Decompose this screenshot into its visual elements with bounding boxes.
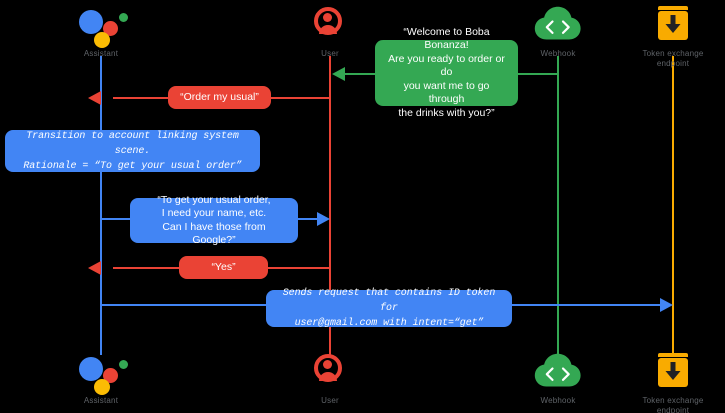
note-send-id-token[interactable]: Sends request that contains ID token for… <box>266 288 512 329</box>
actor-user-bottom: User <box>270 351 390 406</box>
lifeline-user <box>329 56 331 355</box>
user-body <box>319 25 337 34</box>
actor-webhook-bottom: Webhook <box>498 351 618 406</box>
actor-label-user: User <box>321 49 339 58</box>
assistant-dot-green <box>119 360 128 369</box>
cloud-shape <box>534 353 582 394</box>
cloud-code-icon-bottom <box>498 351 618 393</box>
bubble-yes-text: “Yes” <box>211 260 236 273</box>
bubble-welcome[interactable]: “Welcome to Boba Bonanza! Are you ready … <box>375 26 518 119</box>
actor-label-webhook: Webhook <box>540 49 576 58</box>
google-assistant-icon <box>41 4 161 48</box>
arrow-head-need-your-name <box>317 212 330 226</box>
actor-label-assistant-bottom: Assistant <box>83 396 119 405</box>
user-head <box>323 13 332 22</box>
lifeline-token-endpoint <box>672 56 674 355</box>
bubble-need-your-name[interactable]: “To get your usual order, I need your na… <box>130 194 298 246</box>
lifeline-assistant <box>100 56 102 355</box>
actor-user-top: User <box>270 4 390 59</box>
actor-token-endpoint-bottom: Token exchange endpoint <box>613 351 725 413</box>
cloud-code-icon <box>498 4 618 46</box>
assistant-dot-red <box>103 21 118 36</box>
assistant-dot-blue <box>79 357 103 381</box>
actor-label-webhook-bottom: Webhook <box>540 396 576 405</box>
bubble-yes[interactable]: “Yes” <box>179 256 268 279</box>
arrow-head-yes <box>88 261 101 275</box>
assistant-dot-yellow <box>94 379 110 395</box>
assistant-dot-green <box>119 13 128 22</box>
bubble-need-your-name-text: “To get your usual order, I need your na… <box>157 193 271 247</box>
user-avatar-icon-bottom <box>270 351 390 393</box>
actor-label-assistant: Assistant <box>83 49 119 58</box>
arrow-head-send-id-token <box>660 298 673 312</box>
note-send-id-token-text: Sends request that contains ID token for… <box>282 288 496 329</box>
note-transition-text: Transition to account linking system sce… <box>23 130 242 172</box>
bubble-order-my-usual-text: “Order my usual” <box>180 90 259 103</box>
actor-assistant-bottom: Assistant <box>41 351 161 406</box>
user-body <box>319 372 337 381</box>
actor-webhook-top: Webhook <box>498 4 618 59</box>
actor-label-token-endpoint: Token exchange endpoint <box>642 49 704 68</box>
assistant-dot-blue <box>79 10 103 34</box>
assistant-dot-red <box>103 368 118 383</box>
cloud-shape <box>534 6 582 47</box>
bubble-order-my-usual[interactable]: “Order my usual” <box>168 86 271 109</box>
download-box-icon <box>613 4 725 46</box>
download-box-icon-bottom <box>613 351 725 393</box>
note-transition-system-scene[interactable]: Transition to account linking system sce… <box>5 130 260 172</box>
actor-label-token-endpoint-bottom: Token exchange endpoint <box>642 396 704 413</box>
actor-label-user-bottom: User <box>321 396 339 405</box>
google-assistant-icon-bottom <box>41 351 161 395</box>
arrow-head-welcome <box>332 67 345 81</box>
arrow-head-order-my-usual <box>88 91 101 105</box>
bubble-welcome-text: “Welcome to Boba Bonanza! Are you ready … <box>388 25 505 119</box>
lifeline-webhook <box>557 56 559 355</box>
actor-assistant-top: Assistant <box>41 4 161 59</box>
user-avatar-icon <box>270 4 390 46</box>
user-head <box>323 360 332 369</box>
assistant-dot-yellow <box>94 32 110 48</box>
actor-token-endpoint-top: Token exchange endpoint <box>613 4 725 69</box>
